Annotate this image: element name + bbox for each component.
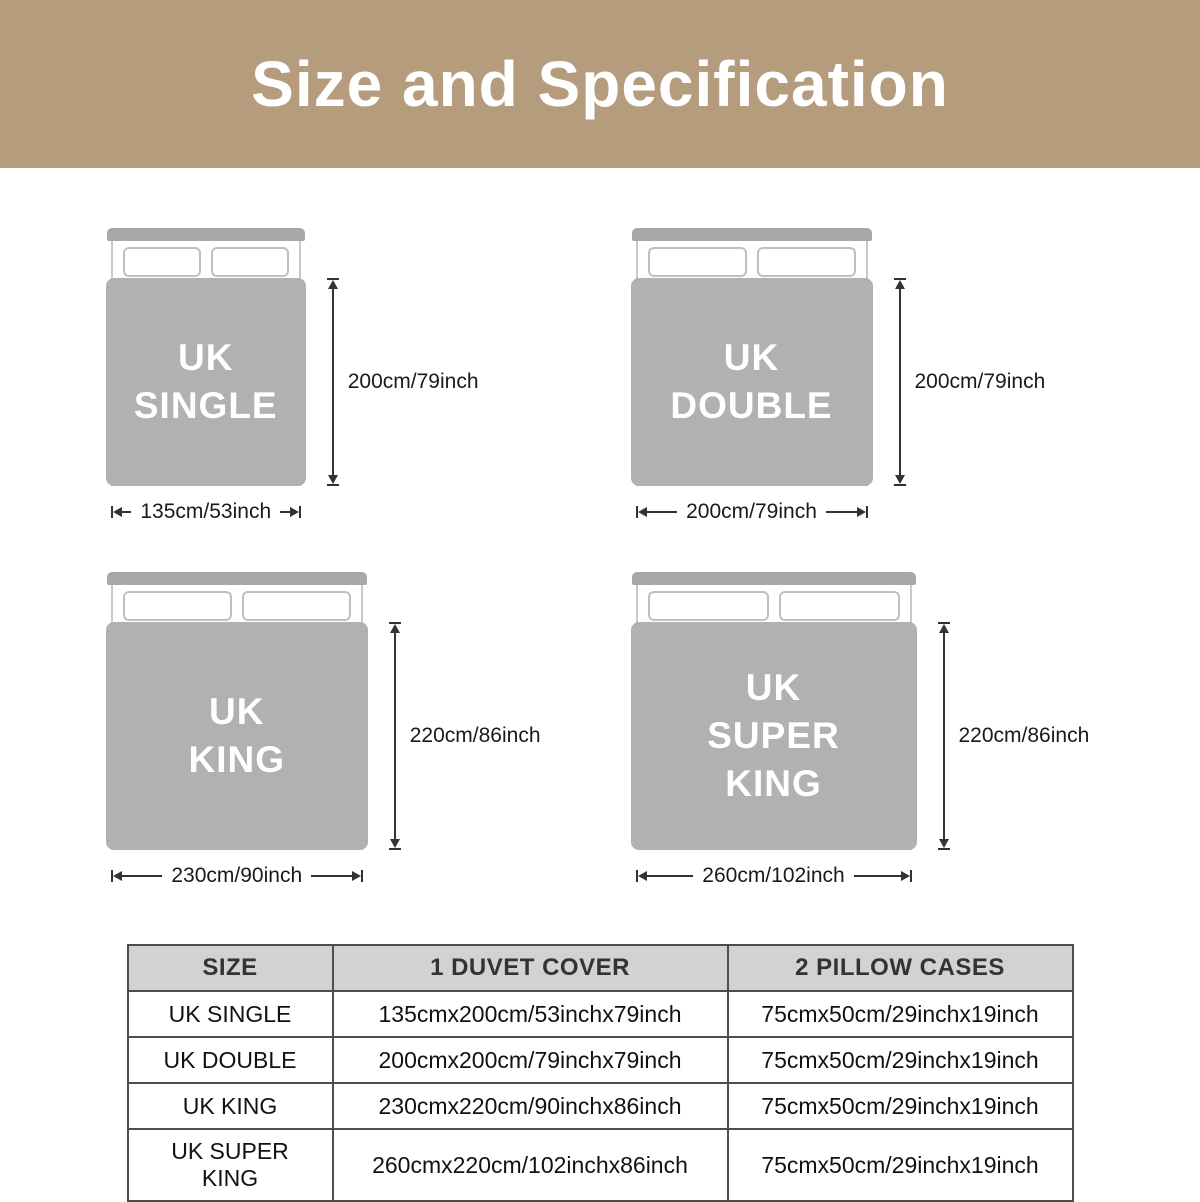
cell-duvet: 260cmx220cm/102inchx86inch (331, 1128, 729, 1202)
width-label: 200cm/79inch (686, 500, 817, 523)
bed-illustration: UK SINGLE (105, 228, 306, 486)
col-header-pillow: 2 PILLOW CASES (726, 944, 1074, 992)
pillows (113, 241, 299, 277)
page-title: Size and Specification (251, 48, 949, 120)
bed-headboard (106, 572, 367, 585)
bed-illustration: UK SUPER KING (630, 572, 917, 850)
bed-diagram-uk-super-king: UK SUPER KING 220cm/86inch 260cm/102inch (630, 572, 1090, 888)
width-dimension: 260cm/102inch (635, 864, 912, 888)
bed-illustration: UK DOUBLE (630, 228, 873, 486)
duvet: UK SINGLE (105, 278, 306, 486)
bed-headboard (631, 228, 872, 241)
pillow (756, 247, 856, 277)
table-row: UK KING 230cmx220cm/90inchx86inch 75cmx5… (126, 1082, 1074, 1130)
height-label: 200cm/79inch (914, 370, 1046, 393)
bed-diagram-uk-single: UK SINGLE 200cm/79inch 135cm/53inch (105, 228, 541, 524)
width-label: 135cm/53inch (140, 500, 272, 523)
pillow (122, 247, 201, 277)
table-row: UK SINGLE 135cmx200cm/53inchx79inch 75cm… (126, 990, 1074, 1038)
pillows (113, 585, 361, 621)
banner: Size and Specification (0, 0, 1200, 168)
bed-size-label: UK DOUBLE (670, 336, 833, 426)
pillow (778, 591, 900, 621)
width-label: 230cm/90inch (171, 864, 303, 887)
cell-pillow: 75cmx50cm/29inchx19inch (726, 1082, 1074, 1130)
cell-duvet: 200cmx200cm/79inchx79inch (331, 1036, 729, 1084)
cell-pillow: 75cmx50cm/29inchx19inch (726, 990, 1074, 1038)
height-label: 200cm/79inch (347, 370, 479, 393)
size-table-section: SIZE 1 DUVET COVER 2 PILLOW CASES UK SIN… (0, 944, 1200, 1202)
pillow (210, 247, 289, 277)
width-dimension: 200cm/79inch (635, 500, 868, 524)
col-header-size: SIZE (126, 944, 334, 992)
width-label: 260cm/102inch (702, 864, 845, 887)
cell-size: UK SINGLE (126, 990, 334, 1038)
vertical-arrow-icon (388, 622, 401, 850)
vertical-arrow-icon (326, 278, 339, 486)
spec-table: SIZE 1 DUVET COVER 2 PILLOW CASES UK SIN… (126, 944, 1074, 1202)
pillows (638, 585, 910, 621)
bed-size-label: UK SINGLE (133, 336, 278, 426)
vertical-arrow-icon (937, 622, 950, 850)
bed-size-label: UK SUPER KING (707, 666, 840, 805)
pillow (647, 591, 769, 621)
pillow (241, 591, 351, 621)
cell-size: UK SUPER KING (126, 1128, 334, 1202)
col-header-duvet: 1 DUVET COVER (331, 944, 729, 992)
cell-duvet: 135cmx200cm/53inchx79inch (331, 990, 729, 1038)
height-dimension: 220cm/86inch (388, 622, 541, 850)
height-label: 220cm/86inch (958, 724, 1090, 747)
table-row: UK SUPER KING 260cmx220cm/102inchx86inch… (126, 1128, 1074, 1202)
height-label: 220cm/86inch (409, 724, 541, 747)
bed-diagram-uk-king: UK KING 220cm/86inch 230cm/90inch (105, 572, 541, 888)
cell-duvet: 230cmx220cm/90inchx86inch (331, 1082, 729, 1130)
cell-size: UK DOUBLE (126, 1036, 334, 1084)
height-dimension: 220cm/86inch (937, 622, 1090, 850)
pillows (638, 241, 866, 277)
vertical-arrow-icon (893, 278, 906, 486)
cell-size: UK KING (126, 1082, 334, 1130)
duvet: UK KING (105, 622, 368, 850)
bed-headboard (631, 572, 916, 585)
width-dimension: 230cm/90inch (110, 864, 363, 888)
cell-pillow: 75cmx50cm/29inchx19inch (726, 1128, 1074, 1202)
pillow (647, 247, 747, 277)
bed-diagrams-section: UK SINGLE 200cm/79inch 135cm/53inch (0, 168, 1200, 888)
bed-illustration: UK KING (105, 572, 368, 850)
pillow (122, 591, 232, 621)
duvet: UK SUPER KING (630, 622, 917, 850)
bed-headboard (106, 228, 305, 241)
width-dimension: 135cm/53inch (110, 500, 301, 524)
cell-pillow: 75cmx50cm/29inchx19inch (726, 1036, 1074, 1084)
duvet: UK DOUBLE (630, 278, 873, 486)
height-dimension: 200cm/79inch (893, 278, 1046, 486)
height-dimension: 200cm/79inch (326, 278, 479, 486)
bed-diagram-uk-double: UK DOUBLE 200cm/79inch 200cm/79inch (630, 228, 1090, 524)
bed-size-label: UK KING (188, 690, 285, 780)
table-header-row: SIZE 1 DUVET COVER 2 PILLOW CASES (126, 944, 1074, 992)
table-row: UK DOUBLE 200cmx200cm/79inchx79inch 75cm… (126, 1036, 1074, 1084)
